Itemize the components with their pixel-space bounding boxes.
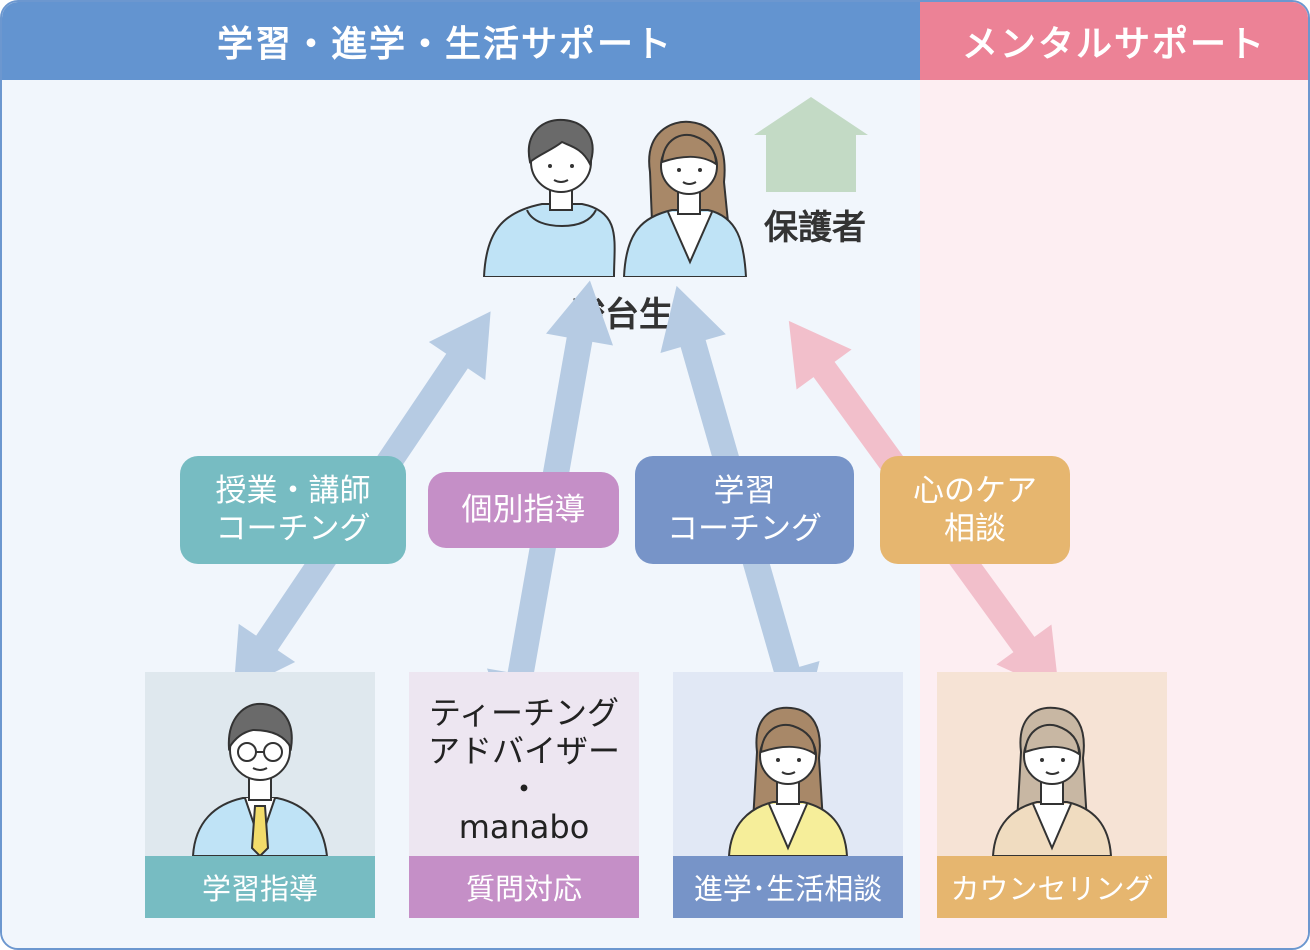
boy-student-icon bbox=[482, 118, 616, 277]
individual-guidance-label: 個別指導 bbox=[428, 472, 619, 548]
mental-support-header: メンタルサポート bbox=[920, 2, 1308, 80]
counseling-footer: カウンセリング bbox=[937, 856, 1167, 918]
counselor-icon bbox=[991, 706, 1113, 856]
learning-coaching-line2: コーチング bbox=[667, 511, 822, 547]
mental-support-header-text: メンタルサポート bbox=[961, 24, 1266, 65]
counselor-card: カウンセリング bbox=[937, 672, 1167, 918]
learning-support-header-text: 学習・進学・生活サポート bbox=[216, 24, 673, 65]
career-life-consultation-footer: 進学･生活相談 bbox=[673, 856, 903, 918]
lecture-coaching-label: 授業・講師 コーチング bbox=[180, 456, 406, 564]
teaching-advisor-card: ティーチング アドバイザー ・ manabo 質問対応 bbox=[409, 672, 639, 918]
teacher-icon bbox=[191, 702, 329, 856]
learning-support-header: 学習・進学・生活サポート bbox=[2, 2, 920, 80]
lecture-coaching-line1: 授業・講師 bbox=[215, 473, 371, 509]
teaching-advisor-line3: ・ bbox=[507, 770, 540, 808]
question-support-footer: 質問対応 bbox=[409, 856, 639, 918]
learning-coaching-line1: 学習 bbox=[713, 473, 776, 509]
teacher-card: 学習指導 bbox=[145, 672, 375, 918]
students-illustration bbox=[482, 118, 748, 277]
teaching-advisor-line2: アドバイザー bbox=[427, 732, 620, 770]
teaching-advisor-line1: ティーチング bbox=[428, 694, 620, 732]
mental-care-line1: 心のケア bbox=[913, 473, 1037, 509]
girl-student-icon bbox=[622, 120, 748, 277]
learning-coaching-label: 学習 コーチング bbox=[635, 456, 854, 564]
mental-care-line2: 相談 bbox=[944, 511, 1006, 547]
learning-guidance-footer: 学習指導 bbox=[145, 856, 375, 918]
career-advisor-icon bbox=[727, 706, 849, 856]
teaching-advisor-line4: manabo bbox=[458, 808, 590, 846]
house-icon bbox=[754, 97, 868, 192]
guardians-label: 保護者 bbox=[764, 208, 866, 248]
mental-care-label: 心のケア 相談 bbox=[880, 456, 1070, 564]
lecture-coaching-line2: コーチング bbox=[215, 511, 371, 547]
teaching-advisor-text: ティーチング アドバイザー ・ manabo bbox=[409, 694, 639, 846]
career-advisor-card: 進学･生活相談 bbox=[673, 672, 903, 918]
